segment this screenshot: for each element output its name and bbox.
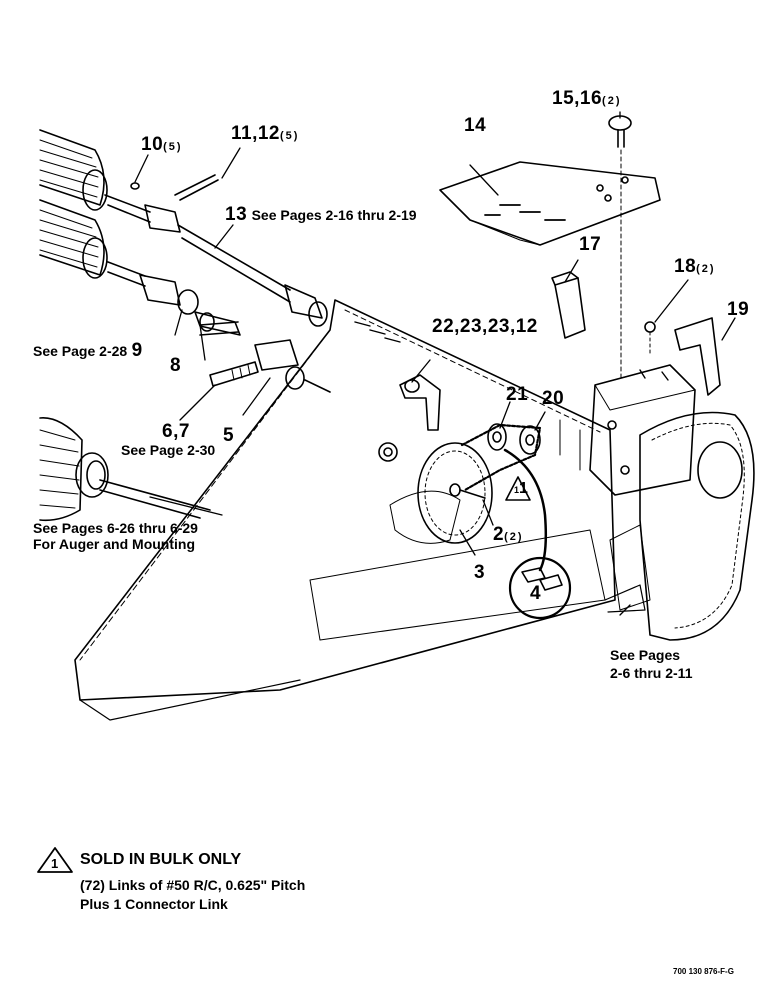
callout-9-ref: See Page 2-28 [33, 343, 128, 359]
warning-triangle-1-icon [506, 477, 530, 500]
callout-20: 20 [542, 388, 564, 410]
callout-11-12-qty: (5) [280, 130, 300, 142]
plate-19 [675, 318, 720, 395]
bolt-18 [645, 322, 655, 355]
callout-22-23-23-12: 22,23,23,12 [432, 316, 538, 338]
callout-10: 10(5) [141, 134, 183, 156]
callout-20-number: 20 [542, 388, 565, 409]
callout-19: 19 [727, 299, 749, 321]
leader-lines [135, 112, 735, 615]
callout-4-number: 4 [530, 583, 542, 604]
callout-17: 17 [579, 234, 601, 256]
document-id: 700 130 876-F-G [673, 967, 734, 976]
shield-plate [440, 162, 660, 245]
callout-18: 18(2) [674, 256, 716, 278]
auger-tube-lower [40, 418, 210, 520]
chain-case-cover [605, 413, 754, 641]
auger-tube-upper [40, 130, 104, 275]
ref-page-2-30: See Page 2-30 [121, 442, 216, 458]
callout-5-number: 5 [223, 425, 235, 446]
small-sprocket-20 [520, 426, 540, 454]
callout-18-number: 18 [674, 256, 697, 277]
callout-21-number: 21 [506, 384, 529, 405]
callout-8-number: 8 [170, 355, 182, 376]
callout-6-7-number: 6,7 [162, 421, 190, 442]
callout-9: See Page 2-28 9 [33, 340, 143, 362]
callout-14: 14 [464, 115, 486, 137]
callout-5: 5 [223, 425, 234, 447]
callout-11-12: 11,12(5) [231, 123, 299, 145]
callout-14-number: 14 [464, 115, 487, 136]
warning-triangle-1-number: 1 [514, 485, 520, 495]
note-title: SOLD IN BULK ONLY [80, 851, 242, 868]
drive-shaft-lower [108, 262, 330, 392]
sprocket-small-upper [83, 170, 107, 278]
callout-9-number: 9 [131, 340, 143, 361]
callout-13-number: 13 [225, 204, 248, 225]
callout-13: 13 See Pages 2-16 thru 2-19 [225, 204, 417, 226]
ref-drive-line-2: 2-6 thru 2-11 [610, 665, 693, 681]
callout-2: 2(2) [493, 524, 524, 546]
callout-18-qty: (2) [696, 263, 716, 275]
callout-3-number: 3 [474, 562, 486, 583]
small-sprocket-21 [488, 424, 506, 450]
callout-4: 4 [530, 583, 541, 605]
note-triangle-icon [38, 848, 72, 872]
callout-10-qty: (5) [163, 141, 183, 153]
note-triangle-number: 1 [51, 856, 59, 871]
block-17 [552, 272, 585, 338]
note-line-2: Plus 1 Connector Link [80, 896, 228, 912]
callout-2-qty: (2) [504, 531, 524, 543]
callout-15-16: 15,16(2) [552, 88, 622, 110]
callout-3: 3 [474, 562, 485, 584]
ref-auger-line-2: For Auger and Mounting [33, 536, 196, 552]
header-frame [75, 300, 615, 720]
callout-22-23-23-12-number: 22,23,23,12 [432, 316, 538, 337]
large-sprocket [418, 443, 492, 543]
callout-8: 8 [170, 355, 181, 377]
callout-17-number: 17 [579, 234, 602, 255]
ref-auger-line-1: See Pages 6-26 thru 6-29 [33, 520, 198, 536]
note-line-1: (72) Links of #50 R/C, 0.625" Pitch [80, 877, 306, 893]
callout-10-number: 10 [141, 134, 164, 155]
idler-assembly [400, 375, 440, 430]
callout-13-ref: See Pages 2-16 thru 2-19 [251, 207, 417, 223]
callout-11-12-number: 11,12 [231, 123, 280, 144]
callout-6-7: 6,7 [162, 421, 190, 443]
callout-21: 21 [506, 384, 528, 406]
callout-1-number: 1 [519, 480, 529, 497]
callout-1: 1 [519, 480, 528, 498]
callout-15-16-number: 15,16 [552, 88, 603, 109]
carriage-bolt [609, 116, 631, 380]
roller-chain [462, 425, 546, 570]
small-hardware [131, 175, 238, 335]
callout-19-number: 19 [727, 299, 750, 320]
ref-drive-line-1: See Pages [610, 647, 681, 663]
gearbox-housing [590, 365, 695, 495]
bolt-6-7 [210, 362, 258, 386]
drive-shaft-upper [105, 195, 327, 326]
callout-2-number: 2 [493, 524, 505, 545]
connector-link-detail [510, 558, 570, 618]
callout-15-16-qty: (2) [602, 95, 622, 107]
